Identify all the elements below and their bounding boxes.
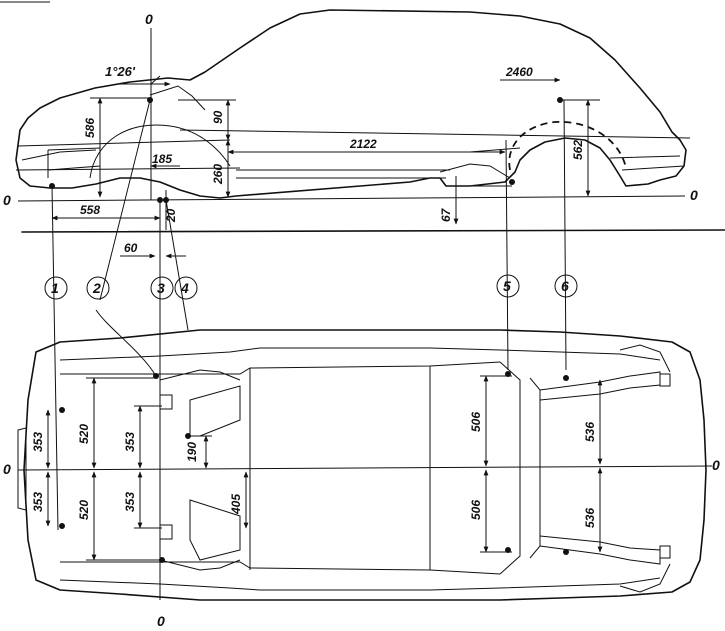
side-zero-axis xyxy=(17,195,686,202)
point-marker-5: 5 xyxy=(496,274,520,298)
side-point-6 xyxy=(557,97,563,103)
dim-562: 562 xyxy=(571,140,585,160)
dim-185: 185 xyxy=(152,152,172,166)
dim-506-bottom: 506 xyxy=(469,500,483,520)
dim-2122: 2122 xyxy=(349,137,377,151)
dim-20: 20 xyxy=(164,208,178,223)
point-marker-6: 6 xyxy=(554,274,578,298)
dim-353-inner-top: 353 xyxy=(123,432,137,452)
rear-wheel-arch-dashed xyxy=(508,121,627,171)
floor-view xyxy=(17,309,707,601)
dim-536-top: 536 xyxy=(583,422,597,442)
svg-text:2: 2 xyxy=(92,280,101,296)
point-marker-4: 4 xyxy=(174,276,198,300)
dim-353-inner-bottom: 353 xyxy=(123,492,137,512)
dim-536-bottom: 536 xyxy=(583,508,597,528)
svg-text:1: 1 xyxy=(51,280,59,296)
svg-text:5: 5 xyxy=(503,278,511,294)
side-view xyxy=(15,9,691,199)
dim-90: 90 xyxy=(211,110,225,124)
floor-axis-right-label: 0 xyxy=(712,457,720,473)
floor-axis-left-label: 0 xyxy=(3,461,11,477)
dim-586: 586 xyxy=(83,118,97,138)
svg-text:4: 4 xyxy=(180,280,189,296)
dim-190: 190 xyxy=(185,442,199,462)
view-separator xyxy=(21,229,725,233)
dim-60: 60 xyxy=(124,241,138,255)
dim-2460: 2460 xyxy=(505,65,533,79)
dim-260: 260 xyxy=(211,164,225,185)
dim-558: 558 xyxy=(80,203,100,217)
side-point-5 xyxy=(509,179,515,185)
dim-506-top: 506 xyxy=(469,412,483,432)
angle-label: 1°26' xyxy=(105,64,136,79)
point-marker-1: 1 xyxy=(44,276,68,300)
vertical-axis-top-label: 0 xyxy=(145,11,153,27)
side-axis-left-label: 0 xyxy=(3,192,11,208)
side-body-outline xyxy=(15,9,687,199)
dim-520-bottom: 520 xyxy=(77,500,91,520)
vertical-axis-bottom-label: 0 xyxy=(157,613,165,629)
dim-67: 67 xyxy=(439,207,453,222)
dim-405: 405 xyxy=(229,494,243,515)
side-axis-right-label: 0 xyxy=(690,187,698,203)
dim-353-outer-top: 353 xyxy=(31,432,45,452)
floor-zero-axis xyxy=(17,465,713,471)
point-marker-3: 3 xyxy=(150,276,174,300)
svg-text:3: 3 xyxy=(157,280,165,296)
svg-text:6: 6 xyxy=(561,278,569,294)
dim-353-outer-bottom: 353 xyxy=(31,492,45,512)
floor-outline xyxy=(23,329,707,601)
dim-520-top: 520 xyxy=(77,424,91,444)
point-marker-2: 2 xyxy=(86,276,110,300)
